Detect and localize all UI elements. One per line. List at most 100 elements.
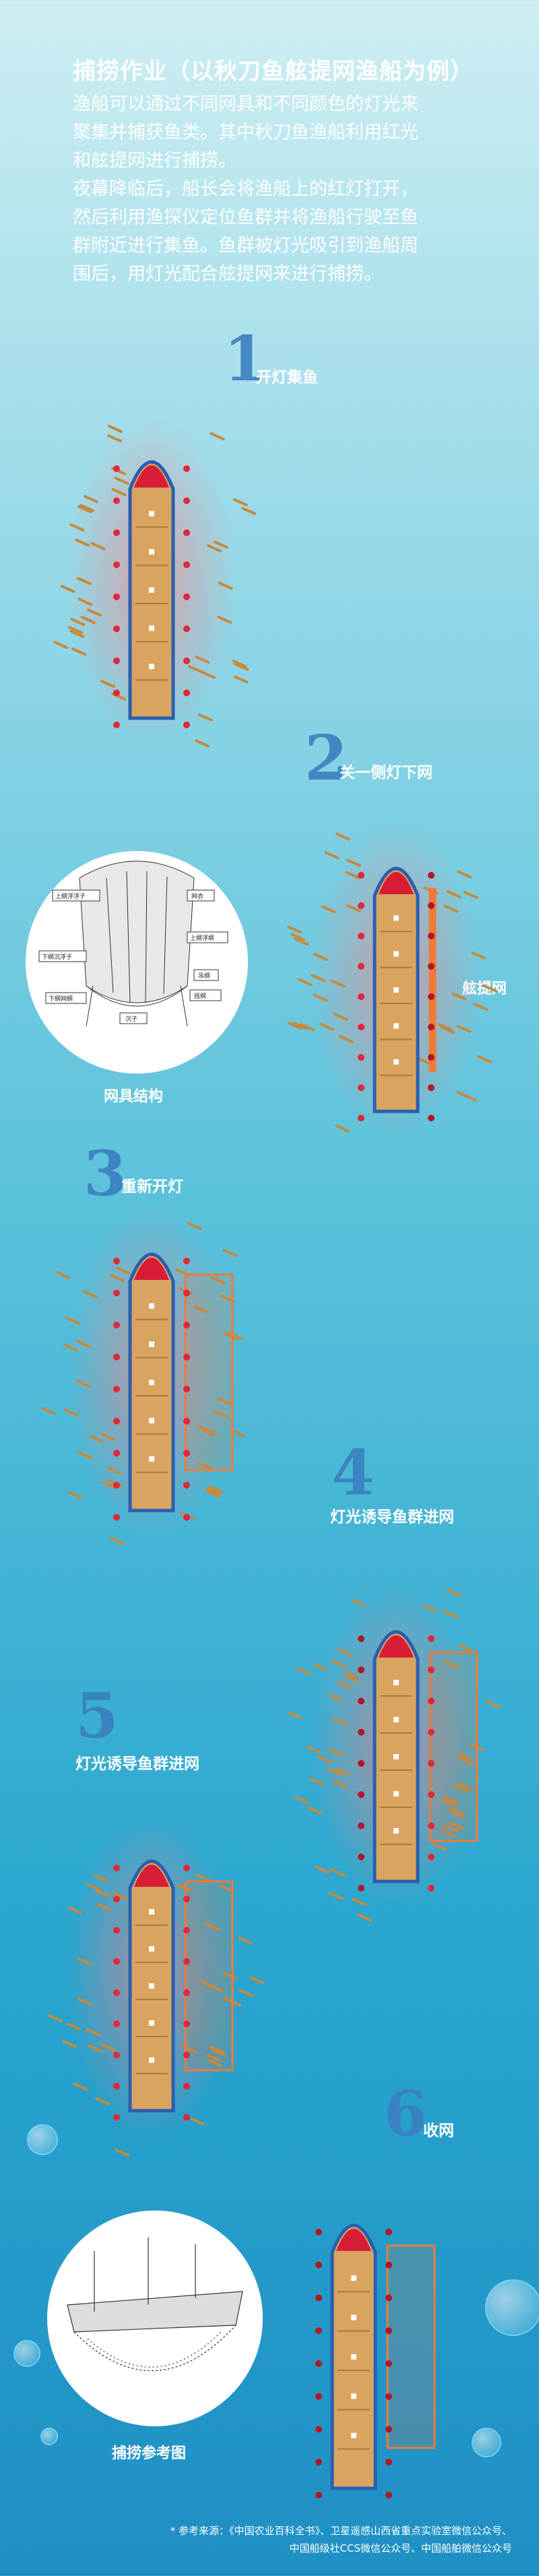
ship-bow [134, 1865, 169, 1887]
fish-icon [311, 974, 326, 983]
fish-icon [219, 1884, 234, 1893]
fish-icon [205, 1490, 221, 1498]
lamp-icon [183, 1386, 190, 1393]
fish-icon [200, 1980, 216, 1989]
deck-hatch [351, 2393, 356, 2399]
net-part-label: 吊纲 [198, 972, 210, 980]
deck-hatch [149, 2057, 154, 2063]
fish-icon [294, 1796, 309, 1805]
lamp-icon [183, 2082, 190, 2090]
bubble-decoration [13, 2340, 40, 2367]
lamp-icon [183, 2114, 190, 2121]
lamp-icon [315, 2327, 322, 2335]
deck-hatch [351, 2314, 356, 2320]
lamp-icon [183, 1896, 190, 1903]
lamp-icon [358, 1084, 364, 1091]
bubble-decoration [27, 2124, 58, 2155]
fish-icon [95, 1889, 110, 1898]
lamp-icon [113, 1989, 120, 1996]
fish-icon [345, 871, 360, 879]
fish-icon [197, 1461, 213, 1470]
fish-icon [222, 1248, 238, 1257]
fish-icon [350, 1598, 366, 1607]
fish-icon [68, 626, 84, 635]
step-label: 开灯集鱼 [256, 369, 318, 386]
deck-hatch [393, 1828, 399, 1834]
lamp-icon [183, 1865, 190, 1871]
fish-icon [330, 979, 346, 988]
fish-icon [456, 1024, 472, 1033]
fish-icon [87, 608, 102, 617]
fish-icon [287, 925, 303, 934]
lamp-icon [428, 1115, 435, 1121]
fish-icon [213, 540, 228, 549]
fish-icon [201, 1428, 216, 1437]
net-structure-diagram: 上纲浮浮子 网衣 上纲浮纲 下纲沉浮子 下纲网纲 沉子 吊纲 括纲 [26, 851, 248, 1074]
fish-icon [77, 505, 92, 514]
intro-line: 围后，用灯光配合舷提网来进行捕捞。 [73, 264, 382, 285]
fish-icon [313, 993, 328, 1002]
fish-icon [106, 1466, 121, 1475]
fish-icon [357, 1913, 373, 1922]
fish-icon [328, 1748, 344, 1757]
lamp-icon [428, 1635, 435, 1642]
fish-icon [195, 655, 210, 664]
step-number: 3 [84, 1137, 127, 1210]
fish-icon [69, 629, 85, 638]
net-part-label: 下纲沉浮子 [42, 953, 72, 961]
fish-icon [417, 1057, 433, 1065]
fish-icon [230, 1429, 246, 1438]
lamp-icon [385, 2426, 392, 2433]
lamp-icon [113, 1514, 120, 1521]
net-shape [429, 1651, 478, 1842]
fish-icon [332, 1717, 348, 1726]
lamp-icon [358, 1054, 364, 1061]
fish-icon [113, 1892, 128, 1900]
fish-icon [442, 1798, 457, 1807]
step-label: 重新开灯 [121, 1178, 183, 1196]
fish-icon [96, 1903, 112, 1912]
lamp-icon [113, 2020, 120, 2028]
deck-hatch [351, 2432, 356, 2438]
lamp-icon [113, 465, 120, 472]
fish-icon [331, 1659, 346, 1668]
lamp-icon [183, 1958, 190, 1965]
fish-icon [438, 1023, 453, 1032]
fish-icon [177, 1883, 192, 1892]
fish-icon [473, 1002, 488, 1011]
intro-line: 渔船可以通过不同网具和不同颜色的灯光来 [73, 94, 418, 115]
fish-icon [100, 680, 116, 689]
lamp-icon [358, 993, 364, 1000]
fish-icon [94, 1874, 109, 1883]
lamp-icon [183, 1927, 190, 1934]
lamp-icon [385, 2393, 392, 2400]
fish-icon [107, 425, 123, 434]
fish-icon [300, 1023, 315, 1032]
lamp-icon [315, 2459, 322, 2466]
fish-icon [292, 1022, 308, 1030]
fish-icon [65, 1316, 80, 1325]
fish-icon [306, 1745, 321, 1754]
lamp-icon [113, 1258, 120, 1264]
fish-icon [77, 1451, 93, 1460]
fish-icon [451, 992, 466, 1001]
lamp-icon [183, 1322, 190, 1328]
lamp-icon [183, 1417, 190, 1425]
lamp-icon [358, 1697, 364, 1705]
fish-icon [210, 432, 225, 441]
intro-line: 和舷提网进行捕捞。 [73, 150, 236, 171]
fish-icon [217, 616, 232, 624]
lamp-icon [315, 2492, 322, 2498]
deck-hatch [149, 1341, 154, 1347]
lamp-icon [428, 1760, 435, 1767]
deck-hatch [393, 951, 399, 957]
deck-hatch [351, 2275, 356, 2281]
lamp-icon [183, 722, 190, 728]
lamp-icon [183, 2020, 190, 2028]
intro-text: 渔船可以通过不同网具和不同颜色的灯光来 聚集并捕获鱼类。其中秋刀鱼渔船利用红光 … [73, 90, 490, 289]
fish-icon [67, 1906, 83, 1914]
fish-icon [55, 1270, 71, 1279]
fish-icon [111, 488, 127, 496]
fish-icon [211, 2048, 226, 2057]
fish-icon [477, 1055, 493, 1063]
